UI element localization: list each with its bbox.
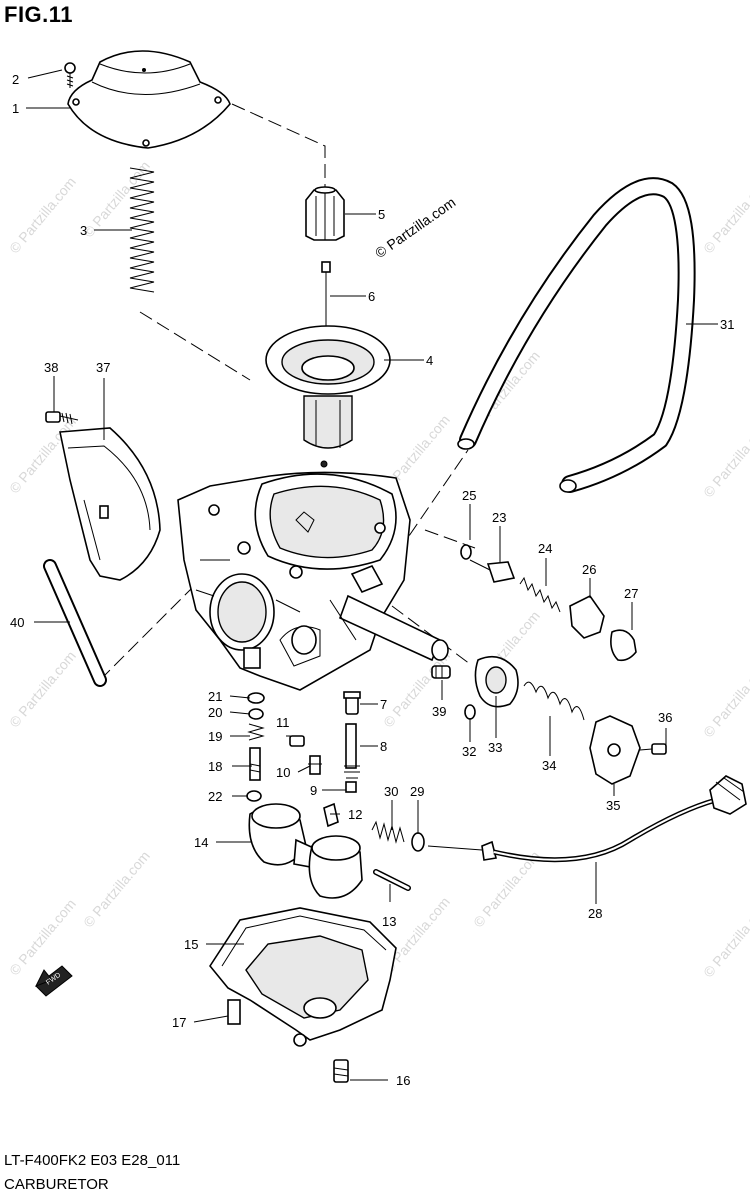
guide-lines	[99, 103, 476, 681]
fwd-arrow-icon: FWD	[34, 965, 73, 997]
carburetor-body-drawing	[177, 471, 449, 691]
callout-3: 3	[80, 223, 87, 238]
callout-4: 4	[426, 353, 433, 368]
callout-2: 2	[12, 72, 19, 87]
callout-7: 7	[380, 697, 387, 712]
callout-6: 6	[368, 289, 375, 304]
callout-19: 19	[208, 729, 222, 744]
callout-13: 13	[382, 914, 396, 929]
callout-25: 25	[462, 488, 476, 503]
callout-22: 22	[208, 789, 222, 804]
callout-16: 16	[396, 1073, 410, 1088]
callout-17: 17	[172, 1015, 186, 1030]
callout-21: 21	[208, 689, 222, 704]
callout-11: 11	[276, 715, 290, 730]
figure-code: LT-F400FK2 E03 E28_011	[4, 1152, 181, 1169]
piston-spring-drawing	[129, 167, 155, 293]
float-drawing	[248, 803, 363, 899]
callout-9: 9	[310, 783, 317, 798]
callout-8: 8	[380, 739, 387, 754]
needle-retainer-drawing	[305, 186, 345, 241]
callout-31: 31	[720, 317, 734, 332]
callout-18: 18	[208, 759, 222, 774]
callout-23: 23	[492, 510, 506, 525]
callout-34: 34	[542, 758, 556, 773]
callout-26: 26	[582, 562, 596, 577]
callout-38: 38	[44, 360, 58, 375]
float-chamber-drawing	[209, 907, 397, 1083]
pilot-group-drawing	[246, 692, 265, 802]
callout-15: 15	[184, 937, 198, 952]
jets-group-drawing	[289, 691, 361, 828]
pump-group-drawing	[431, 655, 667, 785]
callout-numbers: 1 2 3 4 5 6 7 8 9 10 11 12 13 14 15 16 1…	[10, 72, 734, 1088]
starter-group-drawing	[460, 544, 637, 662]
callout-10: 10	[276, 765, 290, 780]
callout-20: 20	[208, 705, 222, 720]
callout-5: 5	[378, 207, 385, 222]
vent-hose-drawing	[457, 177, 696, 493]
leader-lines	[26, 69, 718, 1081]
top-cap-drawing	[64, 50, 231, 149]
callout-32: 32	[462, 744, 476, 759]
callout-12: 12	[348, 807, 362, 822]
callout-27: 27	[624, 586, 638, 601]
callout-37: 37	[96, 360, 110, 375]
callout-40: 40	[10, 615, 24, 630]
fig-title: FIG.11	[4, 2, 74, 27]
callout-14: 14	[194, 835, 208, 850]
callout-24: 24	[538, 541, 552, 556]
throttle-cover-drawing	[59, 427, 161, 581]
piston-diaphragm-drawing	[265, 325, 391, 468]
callout-39: 39	[432, 704, 446, 719]
callout-29: 29	[410, 784, 424, 799]
float-pin-drawing	[373, 869, 411, 891]
hose-pipe-drawing	[43, 559, 107, 687]
callout-33: 33	[488, 740, 502, 755]
callout-30: 30	[384, 784, 398, 799]
starter-cable-drawing	[371, 775, 747, 863]
callout-35: 35	[606, 798, 620, 813]
figure-name: CARBURETOR	[4, 1176, 109, 1193]
callout-36: 36	[658, 710, 672, 725]
callout-28: 28	[588, 906, 602, 921]
callout-1: 1	[12, 101, 19, 116]
cover-screw-drawing	[45, 411, 79, 425]
